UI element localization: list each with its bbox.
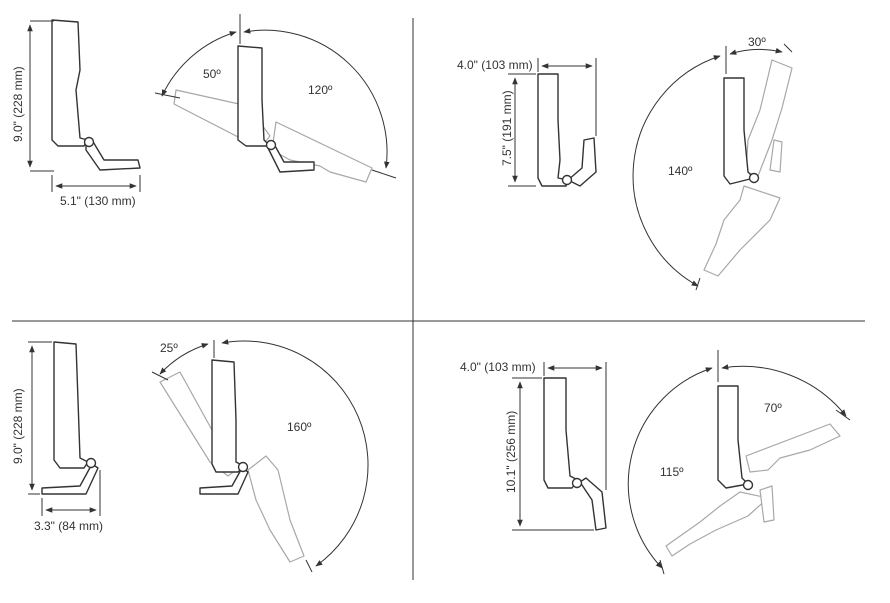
- width-label: 5.1" (130 mm): [60, 194, 136, 208]
- height-label: 7.5" (191 mm): [500, 90, 514, 166]
- device-top-right-dimensioned: [537, 73, 597, 187]
- pivot-joint: [237, 461, 249, 473]
- rotation-arc-back: [159, 343, 209, 375]
- pivot-joint: [742, 479, 754, 491]
- angle-forward-label: 140º: [668, 164, 693, 178]
- angle-back-label: 50º: [203, 67, 221, 81]
- device-bottom-right-ghost-forward: [665, 485, 775, 557]
- pivot-joint: [85, 457, 97, 469]
- quadrant-bottom-left: 9.0" (228 mm) 3.3" (84 mm) 25º 160º: [11, 339, 369, 573]
- rotation-arc-forward: [627, 367, 713, 569]
- pivot-joint: [265, 139, 277, 151]
- rotation-arc-forward: [632, 55, 721, 287]
- pivot-joint: [83, 136, 95, 148]
- device-top-left-ghost-forward: [271, 121, 373, 183]
- rotation-arc-forward: [243, 28, 390, 169]
- quadrant-top-right: 4.0" (103 mm) 7.5" (191 mm) 30º 140º: [457, 35, 793, 291]
- pivot-joint: [571, 477, 583, 489]
- angle-forward-label: 120º: [308, 83, 333, 97]
- angle-forward-label: 160º: [287, 420, 312, 434]
- rotation-arc-back: [721, 364, 847, 417]
- device-bottom-left-dimensioned: [41, 341, 99, 495]
- width-label: 3.3" (84 mm): [34, 519, 103, 533]
- width-label: 4.0" (103 mm): [457, 58, 533, 72]
- device-top-right-main: [723, 77, 760, 185]
- quadrant-top-left: 9.0" (228 mm) 5.1" (130 mm) 50º 120º: [11, 14, 397, 208]
- device-top-left-dimensioned: [51, 19, 141, 171]
- device-top-right-ghost-back: [745, 59, 793, 177]
- height-label: 10.1" (256 mm): [504, 411, 518, 493]
- angle-forward-label: 115º: [660, 465, 684, 479]
- device-top-right-ghost-forward: [703, 185, 781, 277]
- angle-back-label: 70º: [764, 401, 782, 415]
- angle-back-label: 30º: [748, 35, 766, 49]
- rotation-arc-forward: [221, 339, 369, 567]
- device-bottom-left-ghost-forward: [247, 455, 305, 563]
- angle-back-label: 25º: [160, 341, 178, 355]
- rotation-arc-back: [729, 47, 783, 55]
- device-bottom-right-main: [717, 385, 754, 491]
- quadrant-bottom-right: 4.0" (103 mm) 10.1" (256 mm) 70º 115º: [460, 350, 851, 575]
- pivot-joint: [561, 174, 573, 186]
- device-bottom-right-dimensioned: [543, 377, 607, 531]
- pivot-joint: [748, 172, 760, 184]
- device-bottom-right-ghost-back: [745, 423, 841, 473]
- height-label: 9.0" (228 mm): [11, 66, 25, 142]
- height-label: 9.0" (228 mm): [11, 388, 25, 464]
- width-label: 4.0" (103 mm): [460, 360, 536, 374]
- rotation-arc-back: [161, 31, 237, 97]
